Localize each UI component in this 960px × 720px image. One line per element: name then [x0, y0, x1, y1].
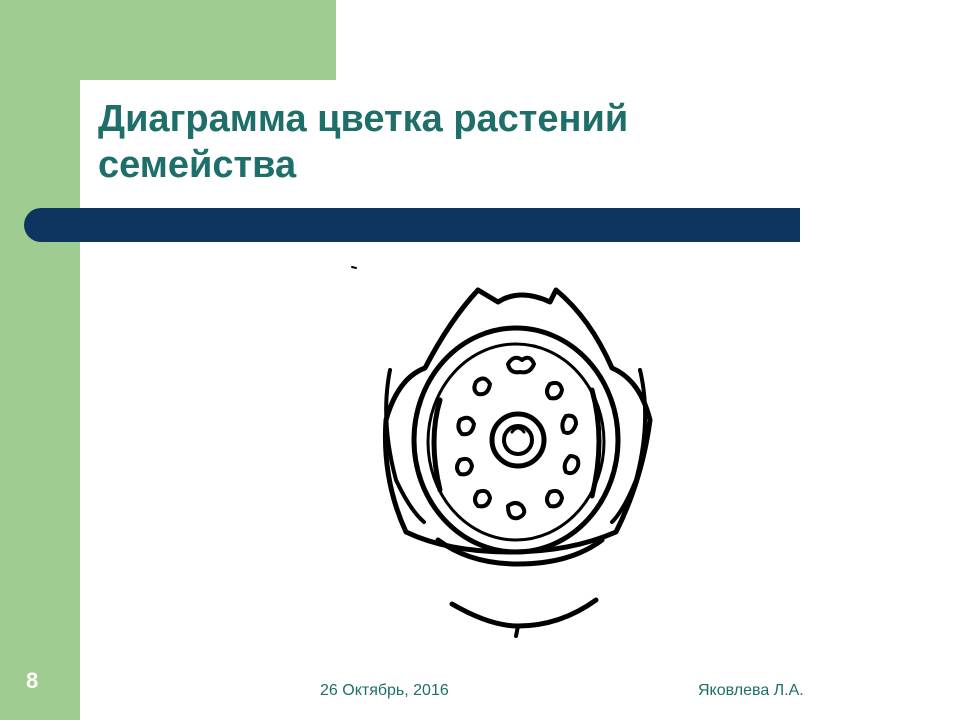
- slide-title: Диаграмма цветка растений семейства: [98, 98, 629, 186]
- stamen: [506, 501, 527, 521]
- stamen: [473, 488, 492, 509]
- ovary-inner: [502, 424, 534, 456]
- bracteole-lower: [449, 597, 599, 629]
- stamen: [472, 376, 492, 397]
- outer-bract-lobe-right: [610, 368, 648, 524]
- ovary-outer: [489, 411, 547, 469]
- stamen: [560, 413, 578, 435]
- inner-arc-right: [589, 387, 602, 499]
- stamen: [545, 380, 564, 401]
- ovary-notch: [510, 426, 526, 434]
- slide-number: 8: [26, 668, 39, 693]
- stamens-ring: [455, 355, 581, 521]
- stamen: [562, 454, 581, 476]
- pen-mark: [351, 266, 357, 269]
- stamen: [545, 488, 564, 509]
- perianth-oval-inner: [426, 342, 606, 542]
- bracteole-upper: [435, 537, 605, 567]
- bracteole-tip: [514, 624, 520, 638]
- outer-bract-lobe-left: [384, 368, 426, 524]
- inner-arc-left: [431, 397, 443, 493]
- stamen: [455, 456, 474, 477]
- stamen: [506, 355, 536, 375]
- title-underline-bar: [24, 208, 800, 242]
- perianth-oval-outer: [411, 325, 621, 555]
- flower-diagram-drawing: [351, 266, 653, 638]
- left-decor-strip: [0, 0, 80, 720]
- top-decor-block: [80, 0, 336, 80]
- stamen: [456, 415, 476, 437]
- footer-author: Яковлева Л.А.: [698, 682, 804, 699]
- footer-date: 26 Октябрь, 2016: [320, 682, 449, 699]
